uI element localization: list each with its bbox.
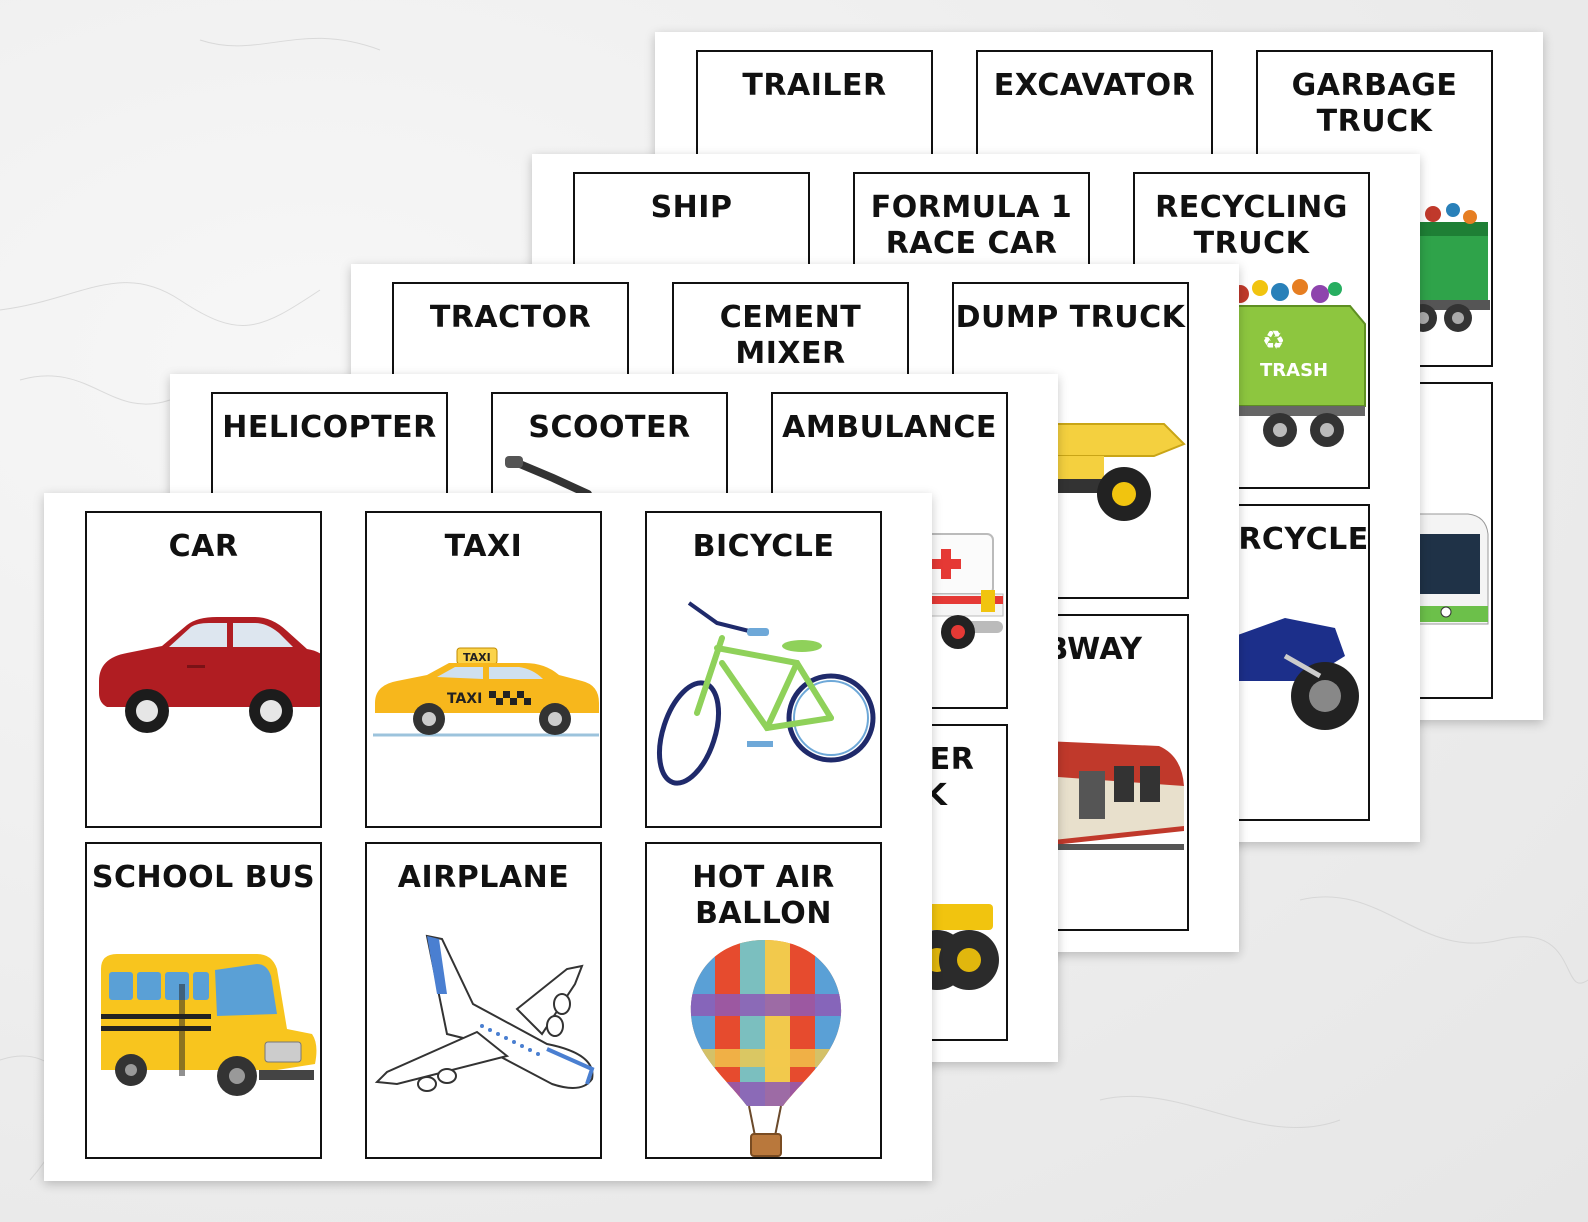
motorcycle-image bbox=[1235, 618, 1359, 730]
card-label: SHIP bbox=[650, 190, 733, 225]
flashcard-car: CAR bbox=[85, 511, 322, 828]
svg-text:♻: ♻ bbox=[1262, 326, 1285, 356]
flashcard-taxi: TAXI TAXI TAXI bbox=[365, 511, 602, 828]
card-label: CAR bbox=[168, 529, 239, 564]
hot-air-balloon-image bbox=[690, 940, 842, 1157]
card-label: HOT AIR BALLON bbox=[692, 860, 835, 931]
flashcard-airplane: AIRPLANE bbox=[365, 842, 602, 1159]
school-bus-image bbox=[101, 954, 317, 1096]
card-label: AIRPLANE bbox=[397, 860, 570, 895]
card-label: DUMP TRUCK bbox=[955, 300, 1186, 335]
card-label: TRAILER bbox=[742, 68, 887, 103]
taxi-door-text: TAXI bbox=[447, 691, 482, 707]
card-label: CEMENT MIXER bbox=[719, 300, 862, 371]
bus-image bbox=[1407, 513, 1489, 625]
card-label: BICYCLE bbox=[692, 529, 835, 564]
card-label: HELICOPTER bbox=[222, 410, 437, 445]
card-label: SCHOOL BUS bbox=[91, 860, 316, 895]
card-label: TAXI bbox=[444, 529, 523, 564]
flashcard-bicycle: BICYCLE bbox=[645, 511, 882, 828]
dump-truck-image bbox=[1043, 423, 1186, 521]
flashcard-sheet-5: CAR TAXI TAXI TAXI BICYCLE bbox=[44, 493, 932, 1181]
scooter-image bbox=[505, 456, 592, 498]
bicycle-image bbox=[657, 601, 876, 786]
card-label: AMBULANCE bbox=[782, 410, 997, 445]
airplane-image bbox=[374, 934, 595, 1092]
card-label: EXCAVATOR bbox=[993, 68, 1196, 103]
flashcard-hot-air-balloon: HOT AIR BALLON bbox=[645, 842, 882, 1159]
flashcard-school-bus: SCHOOL BUS bbox=[85, 842, 322, 1159]
card-label: RECYCLING TRUCK bbox=[1155, 190, 1348, 261]
taxi-sign-text: TAXI bbox=[463, 651, 491, 664]
card-label: GARBAGE TRUCK bbox=[1291, 68, 1458, 139]
recycling-truck-image: ♻ TRASH bbox=[1230, 279, 1366, 447]
card-label: TRACTOR bbox=[429, 300, 592, 335]
taxi-image: TAXI TAXI bbox=[373, 647, 599, 737]
card-label: FORMULA 1 RACE CAR bbox=[870, 190, 1073, 261]
trash-text: TRASH bbox=[1260, 360, 1328, 381]
garbage-truck-image bbox=[1398, 203, 1490, 332]
card-label: SCOOTER bbox=[528, 410, 691, 445]
car-image bbox=[99, 617, 320, 733]
subway-image bbox=[1044, 741, 1184, 850]
